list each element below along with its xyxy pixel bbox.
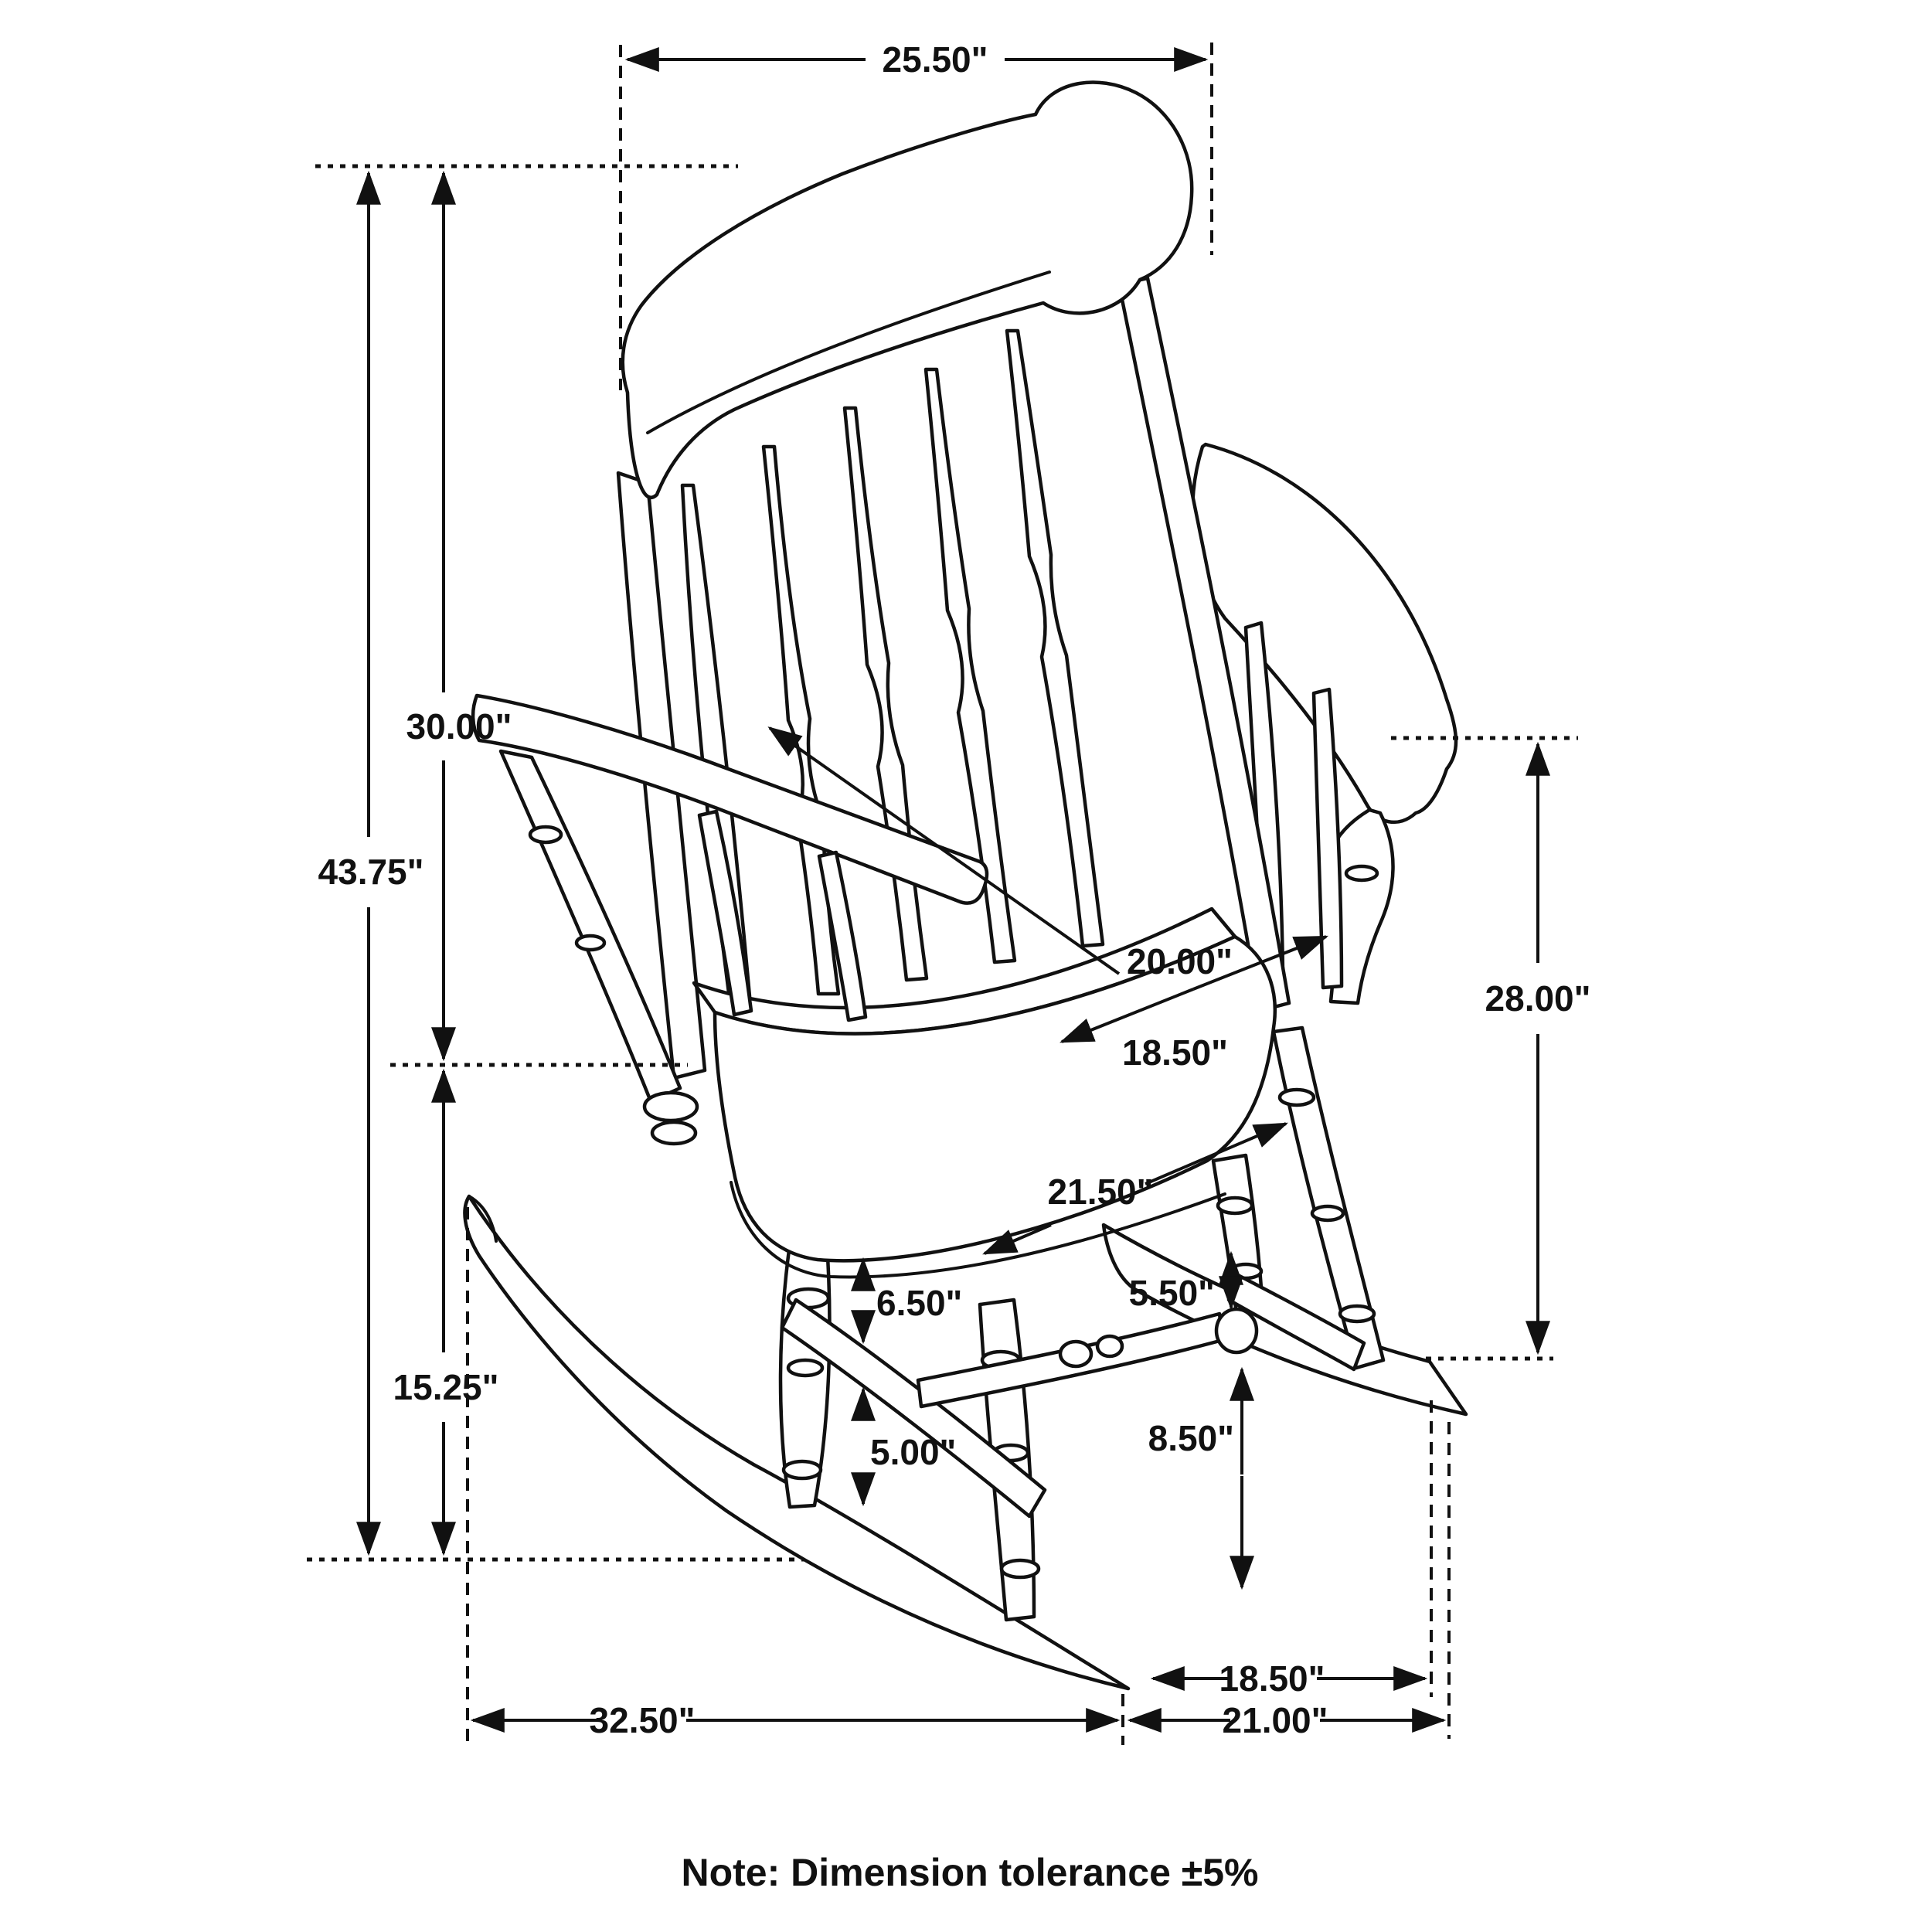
dim-label-back-width: 20.00" xyxy=(1127,941,1233,981)
tolerance-note: Note: Dimension tolerance ±5% xyxy=(681,1851,1258,1894)
dim-label-overall-width: 25.50" xyxy=(883,39,988,80)
back-spindle xyxy=(1005,328,1105,948)
back-spindle xyxy=(842,406,929,982)
crest-rail-slab xyxy=(621,80,1194,500)
dim-label-rocker-length-rear: 21.00" xyxy=(1223,1700,1328,1740)
right-arm-band xyxy=(1191,442,1458,825)
dim-label-overall-height: 43.75" xyxy=(318,852,424,892)
left-rocker xyxy=(463,1194,1131,1691)
left-side-stretcher xyxy=(780,1298,1047,1519)
seat-plank xyxy=(713,934,1277,1263)
seat xyxy=(692,906,1277,1279)
stretcher-knob xyxy=(1214,1307,1259,1355)
seat-front-thickness xyxy=(730,1181,1226,1279)
leg-ring xyxy=(786,1358,825,1378)
dim-line-seat-depth-left xyxy=(1060,988,1194,1043)
leg-ring xyxy=(781,1459,823,1481)
right-armrest xyxy=(1191,442,1458,1005)
leg-ring xyxy=(1338,1304,1376,1324)
dim-label-rocker-leg-span: 18.50" xyxy=(1219,1658,1325,1699)
stretchers xyxy=(780,1271,1366,1519)
arm-support-foot xyxy=(642,1090,699,1123)
dim-label-seat-to-front-stretcher: 6.50" xyxy=(876,1283,962,1323)
rear-right-leg xyxy=(1271,1026,1386,1370)
dimension-annotations: 25.50" 30.00" 43.75" 15.25" 28.00" 20.00… xyxy=(307,39,1590,1894)
right-side-stretcher xyxy=(1226,1271,1366,1372)
leg-ring xyxy=(1277,1087,1316,1107)
right-back-post xyxy=(1117,276,1291,1013)
stretcher-ball xyxy=(1095,1334,1124,1359)
dim-label-back-height: 30.00" xyxy=(406,706,512,747)
left-armrest xyxy=(471,693,989,1146)
arm-support-ring xyxy=(528,825,563,845)
leg-ring xyxy=(999,1558,1041,1580)
arm-support-foot xyxy=(650,1120,698,1146)
dim-label-arm-height: 28.00" xyxy=(1485,978,1591,1019)
left-rocker-tip-curl xyxy=(468,1195,498,1243)
dim-label-seat-to-side-stretcher: 5.50" xyxy=(1129,1273,1215,1313)
dim-label-seat-height: 15.25" xyxy=(393,1367,499,1407)
crest-rail xyxy=(621,80,1194,500)
dim-label-stretcher-to-rocker: 5.00" xyxy=(870,1432,956,1472)
right-arm-spindle xyxy=(1311,687,1344,990)
dim-line-seat-width-left xyxy=(982,1223,1052,1255)
left-arm-band xyxy=(471,693,989,905)
stretcher-ball xyxy=(1058,1339,1094,1369)
dim-label-stretcher-to-floor: 8.50" xyxy=(1148,1418,1234,1458)
back-spindle xyxy=(923,367,1017,964)
dim-label-seat-width: 21.50" xyxy=(1048,1172,1154,1212)
dim-line-seat-depth-right xyxy=(1192,935,1328,991)
left-arm-spindle xyxy=(817,850,868,1022)
left-arm-spindle xyxy=(697,809,753,1017)
crest-rail-front-edge xyxy=(646,270,1051,434)
arm-support-ring xyxy=(574,934,607,952)
back-spindle xyxy=(761,444,841,996)
leg-ring xyxy=(1216,1196,1254,1216)
dim-line-seat-width-right xyxy=(1145,1122,1288,1185)
dim-line-back-width xyxy=(767,726,1121,975)
dim-label-rocker-length-front: 32.50" xyxy=(590,1700,696,1740)
dim-label-seat-depth: 18.50" xyxy=(1122,1032,1228,1073)
right-support-ring xyxy=(1344,864,1379,883)
leg-ring xyxy=(1310,1204,1345,1223)
